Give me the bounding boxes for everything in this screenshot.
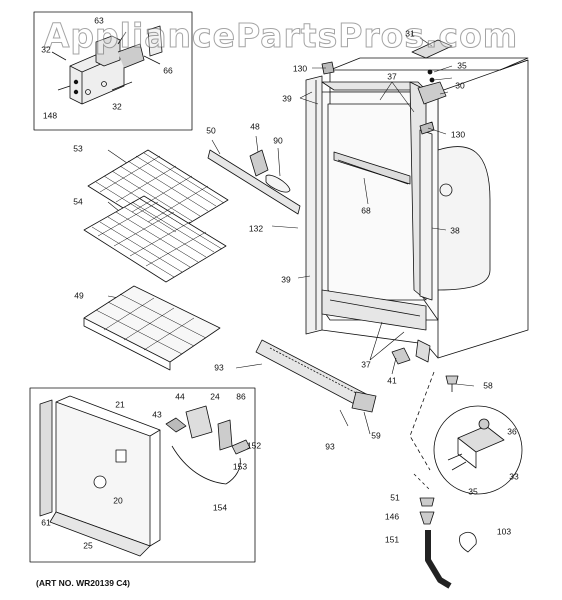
part-label: 36 [507,426,517,437]
cabinet [305,57,529,365]
part-label: 39 [281,274,291,285]
part-label: 21 [115,399,125,410]
watermark-logo: AppliancePartsPros.com [43,16,519,56]
part-label: 151 [384,534,400,545]
part-label: 154 [212,502,228,513]
hinge-inset [33,11,193,131]
part-label: 54 [73,196,83,207]
part-label: 61 [41,517,51,528]
panel-inset [29,387,256,563]
part-label: 48 [250,121,260,132]
part-label: 68 [361,205,371,216]
part-label: 44 [175,391,185,402]
part-label: 63 [94,15,104,26]
part-label: 90 [273,135,283,146]
drain-parts [413,473,477,589]
part-label: 20 [113,495,123,506]
leveler-leg [445,375,459,392]
part-label: 32 [112,101,122,112]
wire-shelves [83,149,229,283]
part-label: 148 [42,110,58,121]
part-label: 38 [450,225,460,236]
part-label: 31 [405,28,415,39]
part-label: 50 [206,125,216,136]
part-label: 32 [41,44,51,55]
basket [83,285,221,371]
part-label: 93 [214,362,224,373]
toe-grille [255,339,377,413]
part-label: 93 [325,441,335,452]
part-label: 41 [387,375,397,386]
light-cover-parts [207,149,301,215]
part-label: 39 [282,93,292,104]
part-label: 66 [163,65,173,76]
part-label: 152 [246,440,262,451]
part-label: 51 [390,492,400,503]
part-label: 49 [74,290,84,301]
part-label: 43 [152,409,162,420]
part-label: 58 [483,380,493,391]
part-label: 59 [371,430,381,441]
art-number: (ART NO. WR20139 C4) [36,578,130,588]
part-label: 24 [210,391,220,402]
upper-hinge-parts [321,39,453,135]
part-label: 86 [236,391,246,402]
part-label: 103 [496,526,512,537]
part-label: 153 [232,461,248,472]
part-label: 37 [361,359,371,370]
part-label: 30 [455,80,465,91]
leveler-inset [409,371,523,495]
part-label: 35 [468,486,478,497]
part-label: 37 [387,71,397,82]
leader-lines [107,37,475,435]
part-label: 53 [73,143,83,154]
part-label: 35 [457,60,467,71]
part-label: 130 [450,129,466,140]
part-label: 132 [248,223,264,234]
part-label: 146 [384,511,400,522]
part-label: 130 [292,63,308,74]
part-label: 33 [509,471,519,482]
part-label: 25 [83,540,93,551]
